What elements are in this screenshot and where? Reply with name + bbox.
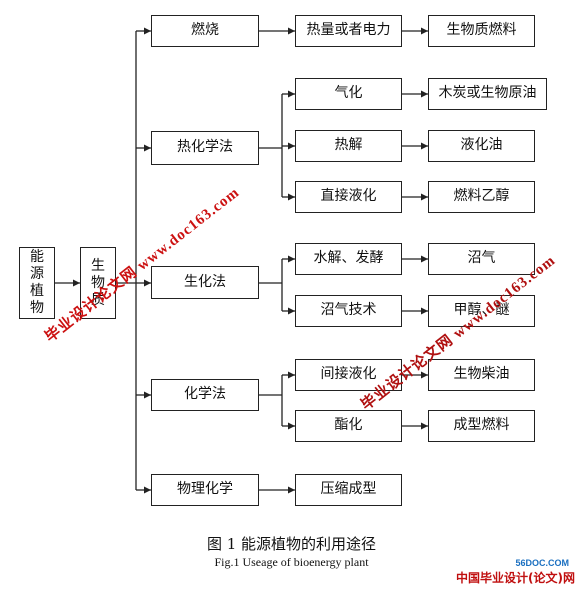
node-hydrolysis-fermentation: 水解、发酵 [295,243,402,275]
node-fuel-ethanol: 燃料乙醇 [428,181,535,213]
node-charcoal-bio-oil: 木炭或生物原油 [428,78,547,110]
node-biomass: 生 物 质 [80,247,116,319]
node-biomass-char: 物 [91,274,105,291]
node-pyrolysis: 热解 [295,130,402,162]
node-biomass-fuel: 生物质燃料 [428,15,535,47]
node-molded-fuel: 成型燃料 [428,410,535,442]
node-methanol-ether: 甲醇、醚 [428,295,535,327]
node-biodiesel: 生物柴油 [428,359,535,391]
node-energy-plants-char: 物 [30,300,44,316]
node-biogas-technology: 沼气技术 [295,295,402,327]
node-energy-plants: 能 源 植 物 [19,247,55,319]
node-energy-plants-char: 源 [30,266,44,282]
site-logo: 中国毕业设计(论文)网 [456,571,575,585]
node-combustion: 燃烧 [151,15,259,47]
node-biogas: 沼气 [428,243,535,275]
node-liquefied-oil: 液化油 [428,130,535,162]
node-gasification: 气化 [295,78,402,110]
node-heat-power: 热量或者电力 [295,15,402,47]
site-logo-domain: 56DOC.COM [515,558,569,568]
node-biochemical: 生化法 [151,266,259,299]
node-energy-plants-char: 植 [30,283,44,299]
node-indirect-liquefaction: 间接液化 [295,359,402,391]
node-direct-liquefaction: 直接液化 [295,181,402,213]
node-energy-plants-char: 能 [30,249,44,265]
node-biomass-char: 质 [91,291,105,308]
node-thermochemical: 热化学法 [151,131,259,165]
node-compression-molding: 压缩成型 [295,474,402,506]
node-esterification: 酯化 [295,410,402,442]
figure-caption: 图 1 能源植物的利用途径 [206,535,377,553]
node-physicochemical: 物理化学 [151,474,259,506]
node-chemical: 化学法 [151,379,259,411]
figure-caption-english: Fig.1 Useage of bioenergy plant [214,555,369,569]
node-biomass-char: 生 [91,257,105,274]
